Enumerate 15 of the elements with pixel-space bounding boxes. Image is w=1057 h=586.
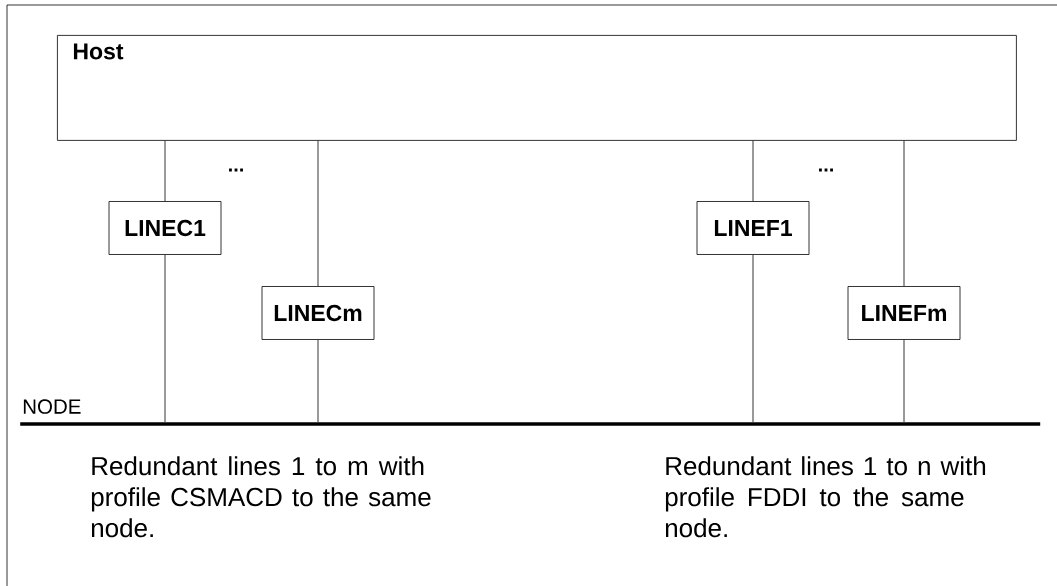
node-label: NODE bbox=[23, 399, 81, 414]
note-text: Redundant lines 1 to m with profile CSMACD to the same node. bbox=[91, 456, 431, 538]
connector-line bbox=[164, 254, 166, 423]
connector-line bbox=[752, 140, 754, 202]
ellipsis: ... bbox=[819, 168, 833, 172]
ellipsis: ... bbox=[229, 168, 243, 172]
host-box: Host bbox=[57, 35, 1017, 141]
connector-line bbox=[317, 140, 319, 287]
node-bus: NODE bbox=[20, 399, 1041, 426]
connector-line bbox=[164, 140, 166, 202]
connector-line bbox=[903, 339, 905, 423]
note-text: Redundant lines 1 to n with profile FDDI to the same node. bbox=[665, 456, 986, 538]
connector-line bbox=[752, 254, 754, 423]
connector-line bbox=[317, 339, 319, 423]
connector-line bbox=[903, 140, 905, 287]
